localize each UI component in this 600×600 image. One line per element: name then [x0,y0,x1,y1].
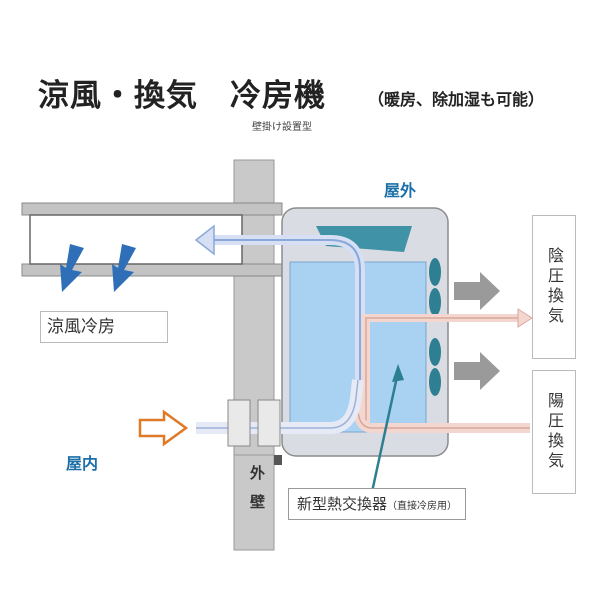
exhaust-arrow-upper [454,272,500,310]
negative-pressure-label: 陰圧換気 [532,215,576,359]
outer-wall-lower [233,454,275,551]
return-duct [196,379,364,447]
heat-exchanger-label: 新型熱交換器（直接冷房用） [288,488,467,520]
outdoor-label: 屋外 [384,181,417,200]
title-note: （暖房、除加湿も可能） [368,90,545,109]
positive-pressure-label: 陽圧換気 [532,370,576,494]
cool-air-arrow-1 [60,244,84,292]
indoor-label: 屋内 [66,454,99,473]
subtitle: 壁掛け設置型 [252,122,312,133]
fan-icon [429,338,441,396]
heat-exchanger-note: （直接冷房用） [387,501,458,512]
exhaust-arrow-lower [454,352,500,390]
cool-air-arrow-2 [112,244,136,292]
cool-air-label: 涼風冷房 [40,311,168,343]
outer-wall-label: 外壁 [248,465,266,523]
warm-air-arrow [138,409,189,447]
supply-airflow-arrow [194,224,365,380]
exhaust-airflow-arrow [362,308,533,430]
page-title: 涼風・換気 冷房機 [38,78,326,114]
indoor-side-panel [274,455,282,465]
fan-icon [429,258,441,316]
heat-exchanger-name: 新型熱交換器 [297,495,388,513]
pointer-head [392,364,404,382]
heat-exchanger-pointer [370,371,400,493]
